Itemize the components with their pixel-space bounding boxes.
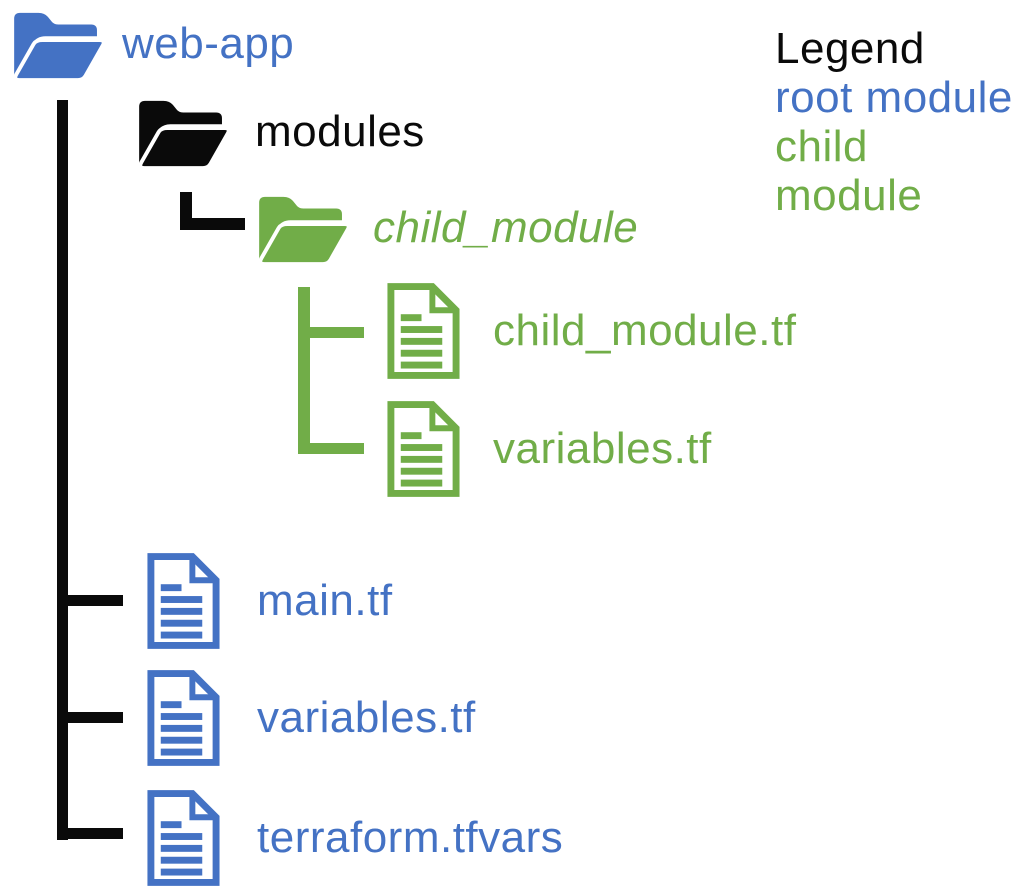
folder-icon <box>253 190 353 266</box>
file-icon <box>143 551 222 651</box>
node-label: modules <box>255 107 425 156</box>
legend: Legend root module child module <box>775 24 1024 220</box>
connector-child-vertical <box>298 287 310 454</box>
connector-branch-variables-tf <box>57 712 123 723</box>
connector-branch-main-tf <box>57 595 123 606</box>
legend-entry-root-module: root module <box>775 73 1013 122</box>
folder-icon <box>133 94 233 170</box>
connector-modules-elbow-horizontal <box>180 218 245 230</box>
connector-branch-child-module-tf <box>298 327 364 338</box>
node-label: variables.tf <box>493 424 712 473</box>
file-icon <box>143 788 222 888</box>
node-label: variables.tf <box>257 693 476 742</box>
file-icon <box>143 668 222 768</box>
connector-branch-terraform-tfvars <box>57 828 123 839</box>
node-terraform-tfvars: terraform.tfvars <box>143 788 563 888</box>
connector-branch-child-variables-tf <box>298 443 364 454</box>
node-label: child_module.tf <box>493 306 797 355</box>
node-main-tf: main.tf <box>143 551 393 651</box>
connector-root-vertical <box>57 100 68 840</box>
node-web-app: web-app <box>8 6 294 82</box>
legend-entry-child-module: child module <box>775 122 923 220</box>
node-child-module-tf: child_module.tf <box>383 281 796 381</box>
node-child-module: child_module <box>253 190 638 266</box>
file-icon <box>383 281 462 381</box>
node-child-variables-tf: variables.tf <box>383 399 712 499</box>
node-label: terraform.tfvars <box>257 813 564 862</box>
node-variables-tf: variables.tf <box>143 668 476 768</box>
folder-icon <box>8 6 108 82</box>
node-label: child_module <box>373 203 639 252</box>
node-label: web-app <box>122 19 295 68</box>
node-modules: modules <box>133 94 425 170</box>
legend-title: Legend <box>775 24 925 73</box>
node-label: main.tf <box>257 576 393 625</box>
file-icon <box>383 399 462 499</box>
